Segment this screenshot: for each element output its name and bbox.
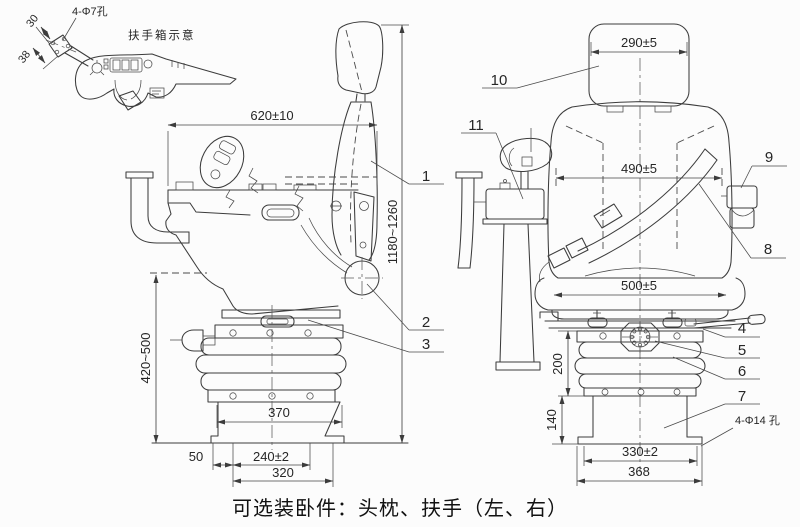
- detail-dim-38: 38: [16, 47, 59, 70]
- round-knob: [143, 59, 153, 69]
- label-plate: [149, 87, 165, 99]
- callout-4: 4: [702, 320, 760, 338]
- button-cluster: [109, 57, 143, 73]
- dim-50-label: 50: [189, 449, 203, 464]
- armrest-pod-side: [199, 135, 245, 189]
- pod-stem: [225, 189, 235, 209]
- suspension-plate-front: [576, 321, 704, 353]
- hole-callout-14: 4-Φ14 孔: [700, 414, 780, 447]
- dim-368-label: 368: [628, 464, 650, 479]
- thumbwheel: [91, 62, 103, 74]
- headrest-side: [335, 21, 384, 102]
- belt-tongue: [565, 237, 589, 259]
- dim-370-label: 370: [268, 405, 290, 420]
- seat-belt: [539, 148, 718, 283]
- dim-1180-label: 1180~1260: [385, 200, 400, 264]
- callout-9: 9: [740, 149, 787, 189]
- pedestal-side: [151, 305, 409, 450]
- callout-7-label: 7: [738, 388, 746, 405]
- callout-1: 1: [370, 160, 444, 185]
- dim-620-label: 620±10: [250, 108, 293, 123]
- headrest-front: 290±5: [588, 23, 690, 113]
- detail-dim-30: 30: [24, 13, 51, 44]
- callout-4-label: 4: [738, 320, 746, 337]
- dim-330: 330±2: [583, 444, 698, 466]
- hole-14-label: 4-Φ14 孔: [735, 414, 780, 427]
- callout-1-label: 1: [422, 168, 430, 185]
- height-adjust-knob: [181, 329, 204, 352]
- isolator: [261, 204, 300, 221]
- callout-8: 8: [698, 183, 786, 259]
- callout-7: 7: [663, 388, 760, 429]
- dim-pedestal-height: 140: [544, 395, 578, 445]
- armrest-box: [485, 188, 545, 220]
- dim-330-label: 330±2: [622, 444, 658, 459]
- dim-overall-height: 1180~1260: [381, 24, 409, 444]
- detail-title: 扶手箱示意: [128, 28, 196, 42]
- dim-30-label: 30: [24, 13, 41, 30]
- suspension-top-side: [170, 309, 344, 352]
- mounting-plate: [45, 34, 94, 67]
- armrest-detail-view: 4-Φ7孔 30 38 扶手箱示意: [16, 5, 237, 111]
- backrest-side: [331, 101, 378, 261]
- belt-buckle: [593, 203, 623, 229]
- bellows-side: [195, 337, 347, 403]
- callout-9-label: 9: [765, 149, 773, 166]
- grab-handle-side: [125, 171, 190, 244]
- callout-6-label: 6: [738, 363, 746, 380]
- callout-11: 11: [461, 117, 524, 200]
- dim-38-label: 38: [16, 49, 33, 66]
- dim-370: 370: [216, 405, 343, 428]
- dim-368: 368: [576, 446, 703, 486]
- joystick-knob: [118, 90, 142, 111]
- cushion-side: [150, 202, 339, 315]
- callout-5: 5: [654, 340, 760, 359]
- dim-500-label: 500±5: [621, 278, 657, 293]
- weight-adjust-knob: [620, 321, 660, 353]
- dim-290-label: 290±5: [621, 35, 657, 50]
- recliner-side: [300, 191, 383, 299]
- dim-240-label: 240±2: [253, 449, 289, 464]
- callout-11-label: 11: [468, 117, 484, 134]
- dim-200-label: 200: [550, 353, 565, 375]
- pedestal-front: [577, 395, 703, 445]
- callout-5-label: 5: [738, 342, 746, 359]
- joystick: [499, 128, 553, 190]
- dim-bottom-row: 50 240±2 320: [189, 443, 334, 487]
- slide-lever: [693, 317, 751, 325]
- cushion-front: 500±5: [534, 277, 746, 320]
- joystick-console: [455, 128, 553, 371]
- dim-bellows-height: 200: [550, 330, 584, 397]
- detail-hole-label: 4-Φ7孔: [72, 5, 108, 18]
- dim-140-label: 140: [544, 409, 559, 431]
- callout-3-label: 3: [422, 336, 430, 353]
- dim-seat-width: 620±10: [167, 108, 378, 186]
- callout-10-label: 10: [491, 72, 508, 89]
- front-view: 290±5 490±5: [455, 23, 787, 486]
- side-view: 620±10 1180~1260 420~500 370 50 240±2: [125, 21, 444, 487]
- callout-6: 6: [672, 356, 760, 380]
- callout-10: 10: [482, 65, 600, 89]
- callout-3: 3: [307, 319, 444, 353]
- dim-420-label: 420~500: [138, 333, 153, 384]
- callout-2-label: 2: [422, 314, 430, 331]
- seat-platform-side: [167, 167, 377, 221]
- armrest-body: [74, 53, 237, 111]
- backrest-front: 490±5: [547, 101, 733, 279]
- dim-seat-height: 420~500: [138, 274, 159, 444]
- dim-320-label: 320: [272, 465, 294, 480]
- dim-490-label: 490±5: [621, 161, 657, 176]
- callout-2: 2: [366, 283, 444, 331]
- belt-guide-bracket: [721, 185, 758, 229]
- drawing-caption: 可选装卧件：头枕、扶手（左、右）: [232, 498, 568, 520]
- callout-8-label: 8: [764, 241, 772, 258]
